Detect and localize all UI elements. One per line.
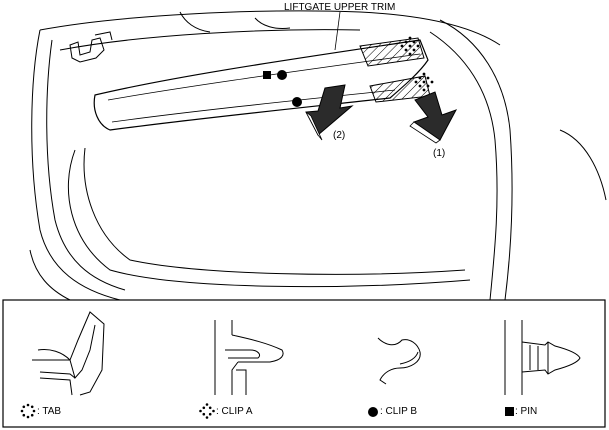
clip-b-illustration (377, 337, 421, 385)
tab-illustration (32, 311, 105, 396)
clip-a-illustration (214, 320, 284, 395)
fastener-markers (263, 36, 434, 107)
legend-label-pin: : PIN (515, 406, 538, 417)
dotted-diamond-icon (199, 403, 215, 419)
pin-marker (263, 71, 271, 79)
filled-circle-icon (368, 407, 378, 417)
step-2-label: (2) (333, 130, 346, 141)
callout-leader (334, 11, 341, 51)
clip-b-marker-upper (277, 70, 287, 80)
hinge-bracket (69, 31, 113, 63)
legend-label-tab: : TAB (37, 406, 62, 417)
clip-a-marker-upper (400, 36, 420, 56)
liftgate-upper-trim (93, 37, 431, 131)
filled-square-icon (505, 407, 514, 416)
clip-b-marker-lower (292, 97, 302, 107)
clip-a-marker-lower (414, 72, 434, 92)
pin-illustration (504, 320, 581, 395)
step-2-arrow (305, 84, 354, 136)
legend-label-clip-a: : CLIP A (216, 406, 253, 417)
step-1-label: (1) (433, 148, 446, 159)
trim-callout-label: LIFTGATE UPPER TRIM (284, 2, 396, 13)
clip-zone-upper (359, 37, 425, 67)
dotted-circle-icon (20, 403, 36, 419)
legend-label-clip-b: : CLIP B (380, 406, 418, 417)
step-1-arrow (412, 91, 458, 141)
liftgate-outline (29, 10, 607, 301)
